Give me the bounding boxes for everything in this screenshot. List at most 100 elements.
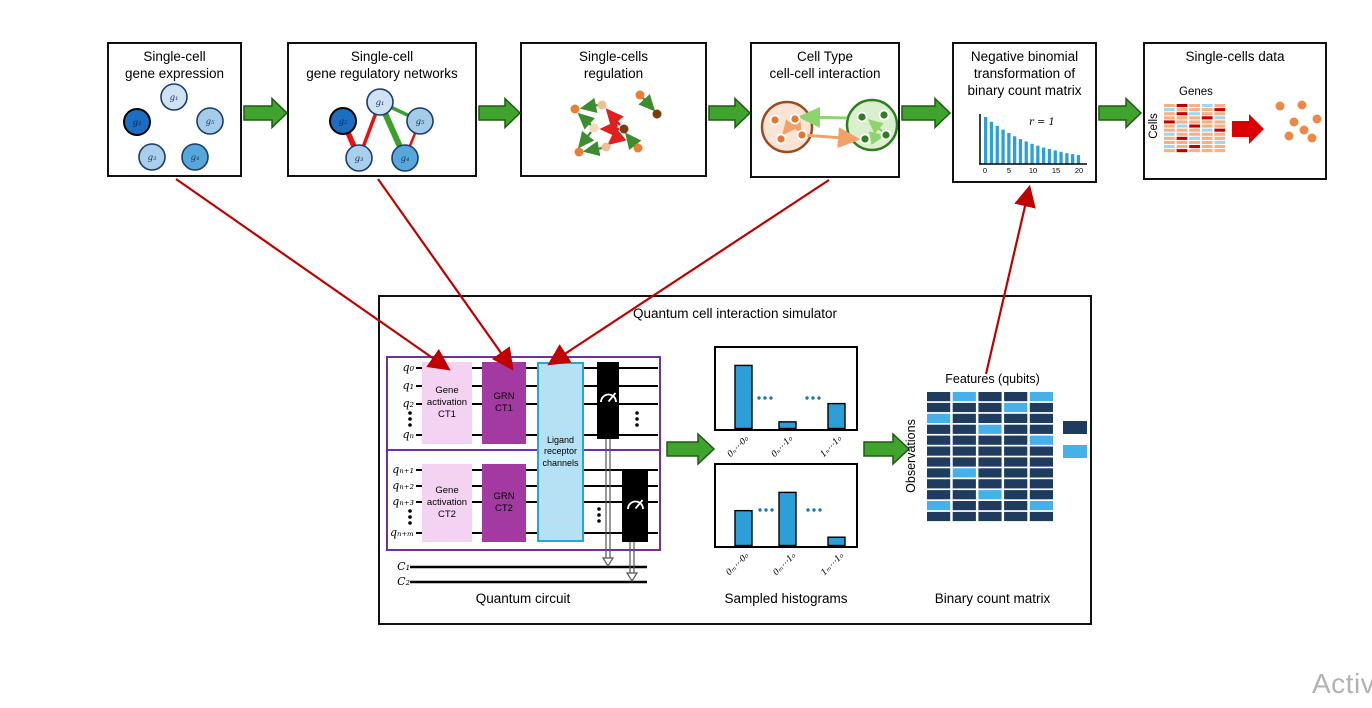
gene-node-g4: g₄ [391, 144, 419, 172]
box-single-cells-data-title: Single-cells data [1185, 49, 1285, 64]
gate-ligand-receptor-channels: Ligand receptor channels [537, 362, 584, 542]
svg-text:g₁: g₁ [170, 93, 179, 103]
negbin-annotation: r = 1 [1029, 117, 1055, 128]
matrix-cell [1029, 435, 1053, 445]
flow-arrow-icon [863, 432, 911, 466]
gene-node-g4: g₄ [181, 143, 209, 171]
hist-bar [778, 491, 797, 547]
matrix-cell [1004, 413, 1028, 423]
gene-node-g5: g₅ [196, 107, 224, 135]
register-frame-bottom [386, 449, 661, 551]
hist2-ellipsis [758, 508, 822, 512]
matrix-cell [1004, 446, 1028, 456]
matrix-cell [952, 413, 976, 423]
scatter-dot [1312, 114, 1322, 124]
box-negative-binomial: Negative binomial transformation of bina… [952, 42, 1097, 183]
scatter-dot [1297, 100, 1307, 110]
gene-node-g3: g₃ [345, 144, 373, 172]
negbin-bars [984, 117, 1081, 164]
svg-text:10: 10 [1029, 166, 1037, 175]
matrix-cell [978, 468, 1002, 478]
expression-stripe [1201, 104, 1213, 108]
red-block-arrow-icon [1232, 114, 1264, 144]
expression-stripe [1214, 140, 1226, 144]
expression-stripe [1201, 112, 1213, 116]
expression-stripe [1164, 136, 1175, 140]
single-cells-data-graphic [1164, 100, 1322, 153]
matrix-cell [1004, 468, 1028, 478]
matrix-cell [1004, 424, 1028, 434]
expression-stripe [1214, 116, 1226, 120]
negbin-bar [1059, 151, 1063, 164]
matrix-cell [927, 511, 951, 522]
svg-text:0ₙ⋯0₀: 0ₙ⋯0₀ [726, 434, 752, 460]
matrix-cell [1029, 402, 1053, 413]
expression-stripe [1189, 145, 1200, 149]
negbin-bar [1001, 129, 1005, 164]
matrix-cell [952, 402, 976, 413]
matrix-cell [1029, 457, 1053, 467]
matrix-cell [952, 490, 976, 500]
cell-type-2-circle [845, 98, 898, 152]
scatter-dot [1307, 133, 1317, 143]
matrix-cell [927, 446, 951, 456]
negbin-bar [1047, 148, 1052, 164]
hist-bar [827, 536, 846, 547]
negbin-bar [1053, 150, 1057, 164]
hist-bar [827, 402, 846, 430]
expression-stripe [1201, 136, 1213, 140]
matrix-cell [978, 413, 1002, 423]
expression-stripe [1189, 136, 1200, 140]
scatter-dot [1275, 101, 1285, 111]
matrix-cell [952, 392, 976, 402]
svg-text:g₅: g₅ [416, 117, 425, 127]
matrix-cell [978, 501, 1002, 511]
matrix-cell [1029, 392, 1053, 402]
gene-node-g2: g₂ [123, 108, 151, 136]
expression-stripe [1201, 116, 1213, 120]
qubit-label-q0: q₀ [402, 361, 414, 374]
expression-stripe [1164, 140, 1175, 144]
svg-text:0ₙ⋯1₀: 0ₙ⋯1₀ [770, 434, 796, 460]
scatter-dot [1289, 117, 1299, 127]
matrix-cell [1029, 501, 1053, 511]
expression-stripe [1214, 108, 1226, 112]
expression-stripe [1214, 145, 1226, 149]
matrix-cell [952, 424, 976, 434]
gate-gene-activation-ct2: Gene activation CT2 [422, 464, 472, 542]
svg-text:15: 15 [1052, 166, 1060, 175]
box-cell-interaction-title: Cell Type cell-cell interaction [769, 49, 881, 81]
expression-stripe [1189, 120, 1200, 124]
svg-text:1ₘ⋯1₀: 1ₘ⋯1₀ [819, 551, 846, 578]
expression-stripe [1214, 120, 1226, 124]
negbin-bar [984, 117, 988, 164]
expression-stripe [1201, 124, 1213, 128]
matrix-cell [1029, 468, 1053, 478]
qubit-label-q2: q₂ [402, 397, 414, 410]
matrix-cell [952, 511, 976, 522]
expression-stripe [1189, 124, 1200, 128]
matrix-cell [952, 435, 976, 445]
matrix-cell [1004, 490, 1028, 500]
expression-stripe [1189, 108, 1200, 112]
svg-text:g₃: g₃ [148, 153, 157, 163]
expression-stripe [1176, 149, 1188, 153]
matrix-cell [952, 446, 976, 456]
qubit-label-qn2: qₙ₊₂ [392, 479, 414, 492]
gene-expression-graphic: g₁ g₂ g₅ g₃ g₄ [123, 83, 224, 171]
measure-ellipsis-dots [597, 411, 639, 523]
expression-stripe [1164, 116, 1175, 120]
ct2-inner-arrows [867, 119, 885, 146]
measurement-gate-1 [597, 362, 619, 439]
matrix-cell [1004, 392, 1028, 402]
expression-stripe [1201, 145, 1213, 149]
qubit-label-q1: q₁ [402, 379, 414, 392]
svg-text:g₄: g₄ [191, 153, 200, 163]
matrix-cell [1004, 402, 1028, 413]
gene-node-g1: g₁ [160, 83, 188, 111]
matrix-cell [978, 446, 1002, 456]
cell-interaction-graphic [760, 98, 898, 154]
matrix-cell [927, 435, 951, 445]
genes-axis-label: Genes [1179, 86, 1213, 98]
